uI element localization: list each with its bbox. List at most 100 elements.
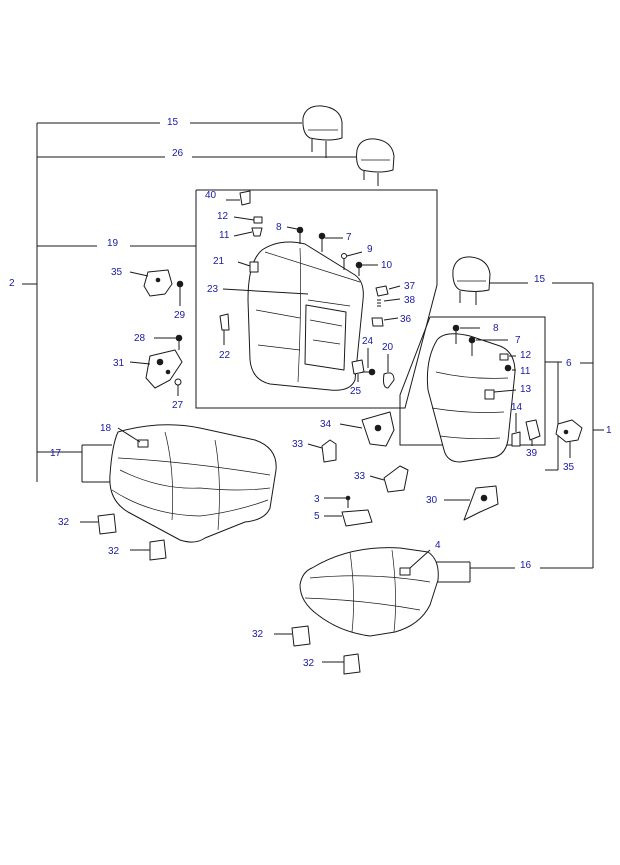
callout-9: 9 (367, 244, 373, 255)
part-23-line (222, 288, 309, 295)
bolt-part-8-rear (286, 226, 304, 244)
callout-17: 17 (50, 448, 62, 459)
callout-34: 34 (320, 419, 332, 430)
callout-36: 36 (400, 314, 412, 325)
callout-12-rear: 12 (217, 211, 229, 222)
bracket-part-22 (219, 313, 230, 345)
bolt-part-7-rear (318, 232, 343, 252)
nut-part-12-front (499, 353, 516, 361)
part-14-clip (511, 413, 521, 447)
clip-part-37 (375, 285, 401, 297)
headrest-second (356, 138, 395, 186)
part-18-line (117, 427, 141, 443)
callout-31: 31 (113, 358, 125, 369)
part-13-line (493, 389, 517, 393)
callout-35-right: 35 (563, 462, 575, 473)
cap-part-36 (371, 317, 399, 327)
callout-32-d: 32 (303, 658, 315, 669)
bolt-part-9 (341, 251, 363, 270)
bolt-part-10 (355, 261, 378, 276)
callout-5: 5 (314, 511, 320, 522)
rear-seat-cushion (109, 424, 277, 543)
front-seat-cushion (299, 547, 439, 637)
part-21-line (237, 261, 251, 267)
callout-32-c: 32 (252, 629, 264, 640)
callout-7-rear: 7 (346, 232, 352, 243)
callout-6: 6 (566, 358, 572, 369)
callout-30: 30 (426, 495, 438, 506)
callout-18: 18 (100, 423, 112, 434)
nut-part-12 (233, 216, 263, 224)
callout-12-front: 12 (520, 350, 532, 361)
nut-part-27 (174, 378, 182, 396)
bracket-part-34 (339, 411, 395, 447)
callout-22: 22 (219, 350, 231, 361)
rear-seatback (247, 241, 364, 391)
bolt-part-7-front (468, 336, 508, 356)
cover-part-32-c (274, 625, 311, 647)
callout-32-a: 32 (58, 517, 70, 528)
seatback-box-frame (195, 189, 438, 409)
callout-3: 3 (314, 494, 320, 505)
callout-16: 16 (520, 560, 532, 571)
callout-14: 14 (511, 402, 523, 413)
headrest-top (302, 105, 343, 158)
callout-11-rear: 11 (219, 230, 230, 241)
bolt-part-8-front (452, 324, 480, 344)
callout-7-front: 7 (515, 335, 521, 346)
callout-38: 38 (404, 295, 416, 306)
grommet-part-11-front (504, 364, 516, 372)
cover-part-32-b (130, 539, 167, 561)
screw-part-3 (324, 495, 351, 508)
callout-23: 23 (207, 284, 219, 295)
callout-33-lower: 33 (354, 471, 366, 482)
callout-20: 20 (382, 342, 394, 353)
callout-15-top: 15 (167, 117, 179, 128)
latch-part-30 (444, 485, 499, 521)
callout-labels: 2 15 26 19 17 18 40 12 11 8 7 9 10 21 35… (9, 117, 612, 669)
left-bracket-lines (22, 122, 356, 483)
callout-2: 2 (9, 278, 15, 289)
callout-27: 27 (172, 400, 184, 411)
callout-25: 25 (350, 386, 362, 397)
callout-15-right: 15 (534, 274, 546, 285)
callout-11-front: 11 (520, 366, 531, 377)
bolt-part-24 (362, 348, 376, 376)
part-39-bracket (525, 419, 541, 446)
hinge-part-35-right (555, 419, 583, 458)
latch-part-31 (129, 349, 183, 389)
callout-39: 39 (526, 448, 538, 459)
callout-35-left: 35 (111, 267, 123, 278)
callout-28: 28 (134, 333, 146, 344)
callout-10: 10 (381, 260, 393, 271)
callout-13: 13 (520, 384, 532, 395)
part-4-line (409, 549, 431, 569)
plate-part-5 (324, 509, 373, 527)
hinge-part-35-left (129, 269, 173, 297)
callout-32-b: 32 (108, 546, 120, 557)
callout-8-rear: 8 (276, 222, 282, 233)
callout-37: 37 (404, 281, 416, 292)
cover-part-32-d (322, 653, 361, 675)
front-seatback (426, 333, 516, 463)
cover-part-32-a (80, 513, 117, 535)
callout-19: 19 (107, 238, 119, 249)
spring-part-38 (377, 298, 401, 307)
callout-4: 4 (435, 540, 441, 551)
headrest-front (452, 256, 491, 305)
clip-part-40 (226, 190, 251, 206)
callout-29: 29 (174, 310, 186, 321)
callout-8-front: 8 (493, 323, 499, 334)
callout-24: 24 (362, 336, 374, 347)
bracket-part-33-upper (307, 439, 337, 463)
callout-26: 26 (172, 148, 184, 159)
bracket-part-33-lower (369, 465, 409, 493)
callout-1: 1 (606, 425, 612, 436)
right-bracket-lines (420, 282, 604, 583)
grommet-part-11 (233, 227, 263, 237)
bolt-part-29 (176, 280, 184, 306)
callout-33-upper: 33 (292, 439, 304, 450)
bolt-part-28 (154, 334, 183, 350)
